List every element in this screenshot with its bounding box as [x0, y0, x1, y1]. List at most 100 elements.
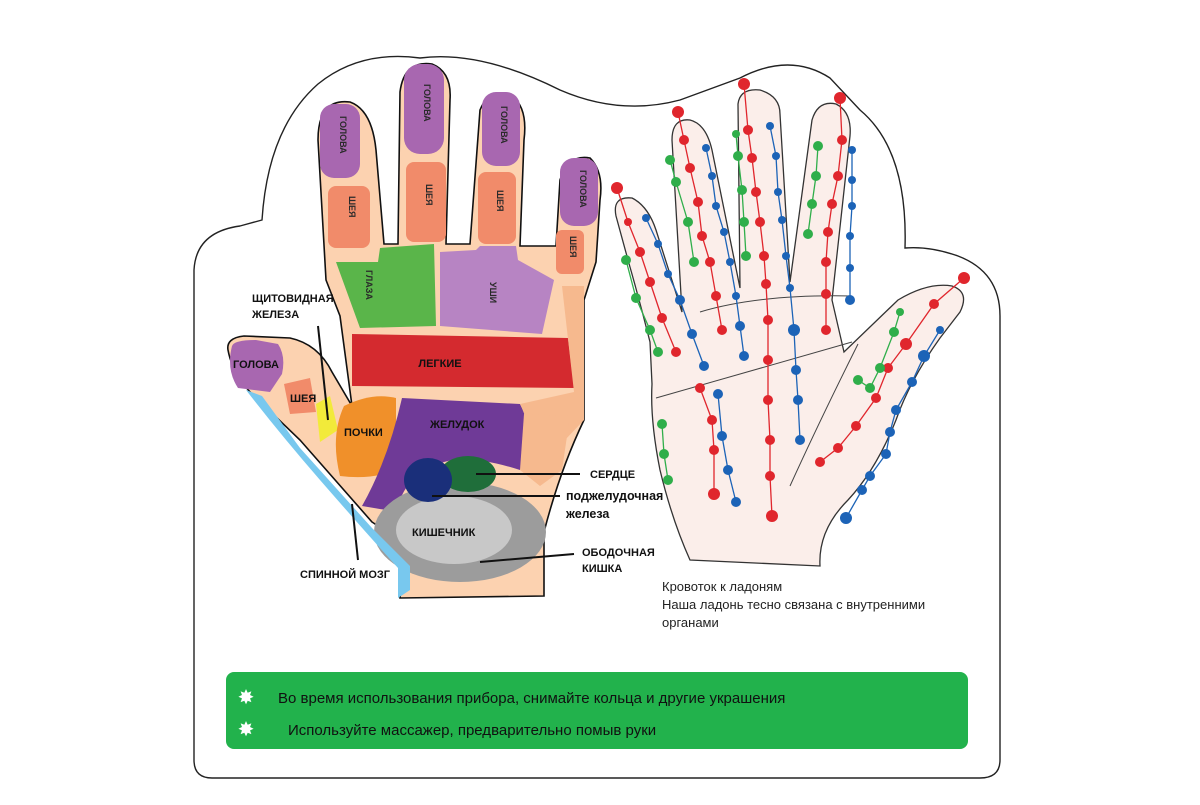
- zone-head-ring: [482, 92, 520, 166]
- acupuncture-point: [672, 106, 684, 118]
- acupuncture-point: [881, 449, 891, 459]
- zone-thumb-neck: [284, 378, 316, 414]
- acupuncture-point: [665, 155, 675, 165]
- acupuncture-point: [693, 197, 703, 207]
- acupuncture-point: [865, 471, 875, 481]
- acupuncture-point: [811, 171, 821, 181]
- label-spine: СПИННОЙ МОЗГ: [300, 568, 391, 581]
- acupuncture-point: [707, 415, 717, 425]
- acupuncture-point: [834, 92, 846, 104]
- acupuncture-point: [821, 257, 831, 267]
- acupuncture-point: [654, 240, 662, 248]
- zone-head-little: [560, 158, 598, 226]
- star-icon: ✸: [237, 687, 255, 709]
- label-neck-ring: ШЕЯ: [495, 190, 505, 212]
- acupuncture-point: [726, 258, 734, 266]
- acupuncture-point: [733, 151, 743, 161]
- zone-heart: [440, 456, 496, 492]
- acupuncture-point: [759, 251, 769, 261]
- acupuncture-point: [833, 171, 843, 181]
- acupuncture-point: [778, 216, 786, 224]
- acupuncture-point: [712, 202, 720, 210]
- acupuncture-point: [642, 214, 650, 222]
- right-hand-map: [611, 78, 970, 567]
- acupuncture-point: [664, 270, 672, 278]
- meridian-line: [717, 393, 737, 503]
- palm-crease-head: [655, 341, 853, 399]
- zone-neck-little: [556, 230, 584, 274]
- acupuncture-point: [848, 176, 856, 184]
- leader-spine: [351, 503, 359, 561]
- acupuncture-point: [865, 383, 875, 393]
- label-colon-line1: ОБОДОЧНАЯ: [582, 547, 655, 559]
- palm-crease-life: [789, 343, 859, 487]
- acupuncture-point: [705, 257, 715, 267]
- acupuncture-point: [739, 217, 749, 227]
- label-thumb-head: ГОЛОВА: [233, 359, 279, 371]
- acupuncture-point: [788, 324, 800, 336]
- acupuncture-point: [735, 321, 745, 331]
- acupuncture-point: [708, 172, 716, 180]
- acupuncture-point: [803, 229, 813, 239]
- zone-thumb-head: [230, 340, 284, 392]
- acupuncture-point: [741, 251, 751, 261]
- acupuncture-point: [657, 313, 667, 323]
- acupuncture-point: [837, 135, 847, 145]
- caption-line1: Кровоток к ладоням: [662, 579, 783, 594]
- zone-right-strip-low: [520, 414, 570, 486]
- acupuncture-point: [807, 199, 817, 209]
- acupuncture-point: [679, 135, 689, 145]
- zone-head-middle: [404, 64, 444, 154]
- zone-spine: [246, 390, 410, 598]
- acupuncture-point: [871, 393, 881, 403]
- acupuncture-point: [671, 177, 681, 187]
- acupuncture-point: [659, 449, 669, 459]
- tips-banner: ✸ Во время использования прибора, снимай…: [226, 672, 968, 749]
- zone-head-index: [320, 104, 360, 178]
- acupuncture-point: [885, 427, 895, 437]
- caption-line3: органами: [662, 615, 719, 630]
- acupuncture-point: [732, 130, 740, 138]
- acupuncture-point: [761, 279, 771, 289]
- star-icon: ✸: [237, 719, 255, 741]
- label-heart: СЕРДЦЕ: [590, 469, 635, 481]
- acupuncture-point: [786, 284, 794, 292]
- acupuncture-point: [743, 125, 753, 135]
- acupuncture-point: [624, 218, 632, 226]
- tip-row-1: ✸ Во время использования прибора, снимай…: [226, 684, 786, 712]
- acupuncture-point: [737, 185, 747, 195]
- acupuncture-point: [891, 405, 901, 415]
- acupuncture-point: [689, 257, 699, 267]
- acupuncture-point: [848, 146, 856, 154]
- label-head-little: ГОЛОВА: [578, 170, 588, 208]
- acupuncture-point: [791, 365, 801, 375]
- zone-neck-middle: [406, 162, 446, 242]
- acupuncture-point: [645, 277, 655, 287]
- acupuncture-point: [823, 227, 833, 237]
- acupuncture-point: [663, 475, 673, 485]
- acupuncture-point: [683, 217, 693, 227]
- acupuncture-point: [738, 78, 750, 90]
- meridian-line: [669, 159, 695, 263]
- zone-ears: [440, 246, 554, 334]
- leader-thyroid: [317, 325, 329, 421]
- acupuncture-point: [827, 199, 837, 209]
- label-pancreas-line1: поджелудочная: [566, 489, 663, 503]
- meridian-line: [849, 150, 853, 300]
- label-neck-little: ШЕЯ: [568, 236, 578, 258]
- acupuncture-point: [653, 347, 663, 357]
- zone-kidneys: [335, 396, 396, 478]
- acupuncture-point: [695, 383, 705, 393]
- acupuncture-point: [657, 419, 667, 429]
- label-head-ring: ГОЛОВА: [499, 106, 509, 144]
- acupuncture-point: [772, 152, 780, 160]
- zone-lungs: [352, 334, 574, 388]
- acupuncture-point: [713, 389, 723, 399]
- acupuncture-point: [717, 431, 727, 441]
- meridian-line: [807, 145, 819, 235]
- zone-neck-index: [328, 186, 370, 248]
- acupuncture-point: [853, 375, 863, 385]
- acupuncture-point: [763, 395, 773, 405]
